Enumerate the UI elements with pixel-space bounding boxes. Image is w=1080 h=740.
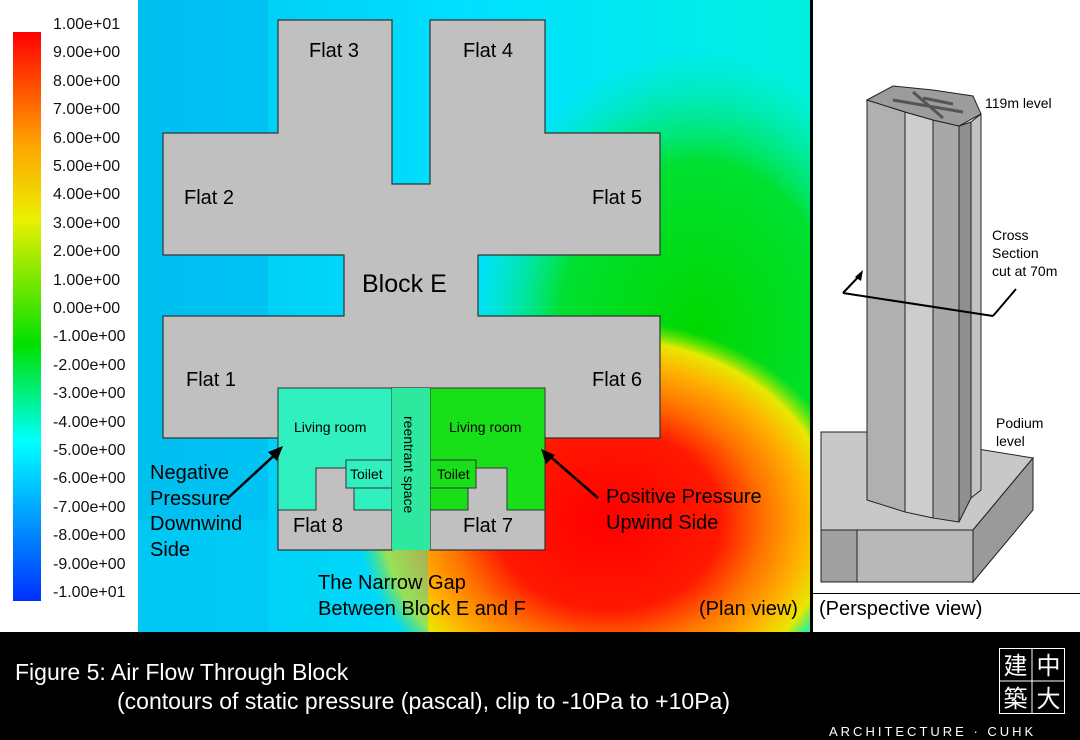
colour-scale-tick: 2.00e+00 (53, 243, 121, 261)
colour-scale-tick: 3.00e+00 (53, 214, 121, 232)
reentrant-space-label: reentrant space (401, 416, 417, 514)
flat-3-label: Flat 3 (309, 40, 360, 62)
flat-1-label: Flat 1 (186, 369, 237, 391)
caption-bar (0, 632, 1080, 740)
cross-section-label: Cross Section cut at 70m (992, 227, 1058, 279)
flat-8-label: Flat 8 (293, 515, 344, 537)
positive-arrow-head (541, 449, 555, 464)
colour-scale-tick: 5.00e+00 (53, 158, 121, 175)
toilet-right-label: Toilet (437, 466, 470, 482)
figure-title: Figure 5: Air Flow Through Block (15, 659, 349, 685)
negative-arrow-head (268, 446, 283, 461)
tower-perspective-drawing (820, 85, 1034, 584)
colour-bar (13, 32, 41, 601)
negative-pressure-arrow (227, 449, 281, 499)
flat-7-label: Flat 7 (463, 515, 514, 537)
perspective-view-label: (Perspective view) (819, 598, 983, 620)
colour-scale-tick: -6.00e+00 (53, 470, 126, 488)
colour-scale-tick: 8.00e+00 (53, 72, 121, 90)
cross-section-line (842, 292, 994, 317)
toilet-left-label: Toilet (350, 466, 383, 482)
toilet-right (429, 459, 477, 489)
living-room-right-label: Living room (449, 419, 522, 435)
colour-scale-tick: 9.00e+00 (53, 44, 121, 62)
pressure-contour-plot (138, 0, 810, 632)
colour-scale-tick: 1.00e+01 (53, 16, 121, 33)
plan-view-panel: Flat 3 Flat 4 Flat 2 Flat 5 Block E Flat… (138, 0, 810, 632)
podium-level-label: Podium level (996, 415, 1044, 449)
living-room-left-label: Living room (294, 419, 367, 435)
tower-fin-1 (866, 99, 906, 513)
logo-text: ARCHITECTURE · CUHK (829, 724, 1037, 739)
logo-char-2: 中 (1037, 652, 1061, 680)
tower-fin-4 (958, 121, 972, 523)
positive-pressure-arrow (544, 451, 599, 499)
colour-scale-tick: -3.00e+00 (53, 385, 126, 403)
cross-section-left-head (855, 270, 863, 281)
logo-char-1: 建 (1004, 652, 1028, 680)
logo-char-4: 大 (1037, 685, 1061, 713)
colour-scale-tick: -1.00e+01 (53, 584, 126, 601)
logo-char-3: 築 (1004, 685, 1028, 713)
level-119m-label: 119m level (985, 95, 1052, 111)
positive-pressure-label: Positive Pressure Upwind Side (606, 486, 762, 534)
flat-5-label: Flat 5 (592, 187, 643, 209)
block-e-label: Block E (362, 270, 447, 298)
cross-section-right-tick (992, 288, 1017, 317)
narrow-gap-label: The Narrow Gap Between Block E and F (318, 572, 526, 620)
flat-4-label: Flat 4 (463, 40, 514, 62)
colour-scale-tick: -1.00e+00 (53, 328, 126, 346)
tower-roof-cross (892, 90, 964, 120)
reentrant-space (392, 388, 430, 550)
tower-fin-3 (932, 119, 960, 523)
colour-scale-tick: 0.00e+00 (53, 300, 121, 317)
perspective-divider (813, 593, 1080, 594)
colour-scale-tick: -5.00e+00 (53, 442, 126, 459)
colour-scale-tick: -2.00e+00 (53, 356, 126, 374)
colour-scale-tick: -7.00e+00 (53, 498, 126, 516)
colour-scale-tick: 7.00e+00 (53, 101, 121, 119)
podium-corner (820, 529, 858, 583)
tower-fin-5 (970, 112, 982, 500)
figure-subtitle: (contours of static pressure (pascal), c… (117, 688, 730, 714)
colour-scale-tick: 4.00e+00 (53, 186, 121, 204)
cuhk-logo: 建 中 築 大 (999, 648, 1065, 714)
perspective-view-panel: 119m level Cross Section cut at 70m Podi… (813, 0, 1080, 632)
negative-pressure-label: Negative Pressure Downwind Side (150, 462, 243, 561)
tower-fin-2 (904, 111, 934, 519)
flat-2-label: Flat 2 (184, 187, 235, 209)
colour-scale-tick: 1.00e+00 (53, 271, 121, 289)
plan-view-label: (Plan view) (699, 598, 798, 620)
colour-scale-tick: -9.00e+00 (53, 555, 126, 573)
colour-scale-tick: -4.00e+00 (53, 413, 126, 431)
colour-scale-tick: 6.00e+00 (53, 129, 121, 147)
flat-6-label: Flat 6 (592, 369, 643, 391)
colour-scale-tick: -8.00e+00 (53, 527, 126, 545)
colour-scale-panel: 1.00e+01 9.00e+00 8.00e+00 7.00e+00 6.00e+00… (0, 0, 138, 632)
